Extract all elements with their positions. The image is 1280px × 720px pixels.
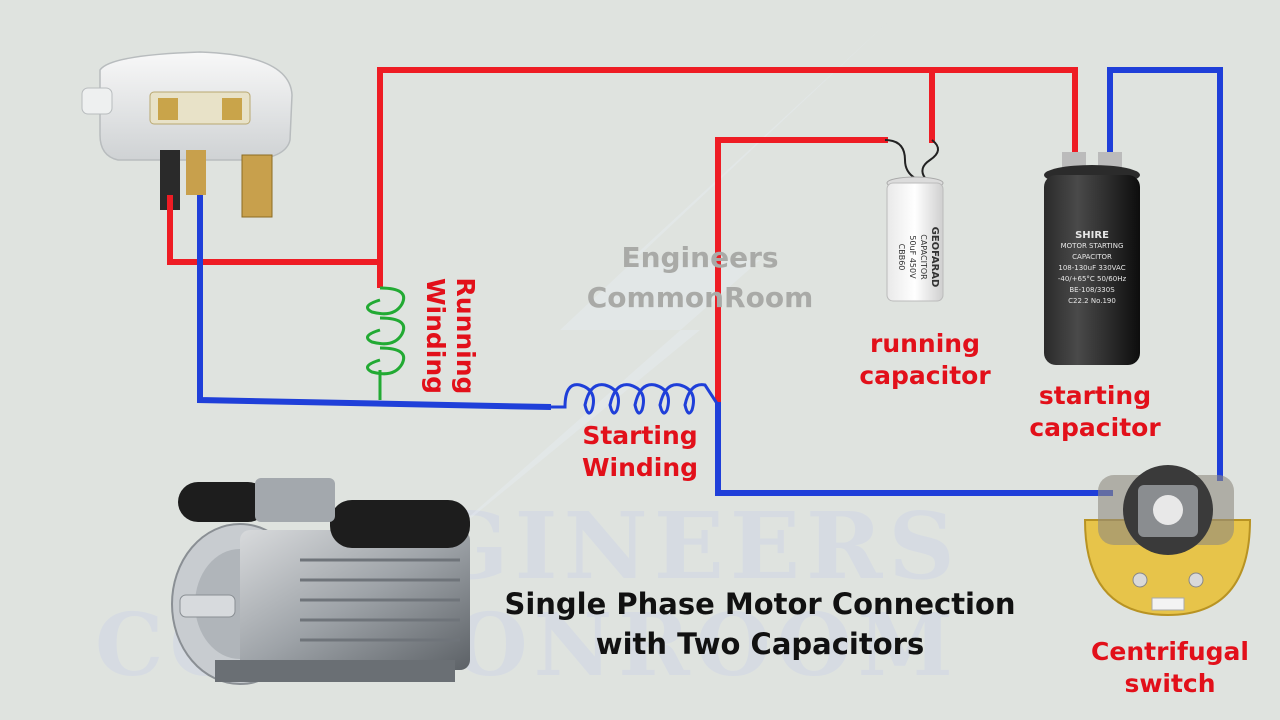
running-winding-coil — [366, 262, 406, 400]
starting-capacitor-label: starting capacitor — [1015, 380, 1175, 444]
running-cap-print-line: CBB60 — [897, 243, 906, 271]
running-capacitor-print: GEOFARAD CAPACITOR 50uF 450V CBB60 — [890, 197, 940, 317]
running-winding-label: Running Winding — [420, 256, 480, 416]
starting-capacitor-label-line2: capacitor — [1029, 413, 1161, 442]
starting-winding-label: Starting Winding — [560, 420, 720, 484]
watermark-text: Engineers CommonRoom — [560, 238, 840, 318]
running-capacitor-label-line2: capacitor — [859, 361, 991, 390]
diagram-title: Single Phase Motor Connection with Two C… — [470, 584, 1050, 664]
starting-cap-print-line: C22.2 No.190 — [1068, 297, 1116, 305]
watermark-line1: Engineers — [621, 241, 779, 274]
live-wire-run-cap-feed — [715, 137, 888, 408]
starting-cap-print-line: BE-108/330S — [1069, 286, 1115, 294]
centrifugal-switch-label: Centrifugal switch — [1080, 636, 1260, 700]
centrifugal-switch-label-line1: Centrifugal — [1091, 637, 1249, 666]
starting-cap-print-line: 108-130uF 330VAC — [1058, 264, 1126, 272]
centrifugal-switch-icon — [1083, 465, 1252, 617]
centrifugal-switch-label-line2: switch — [1124, 669, 1216, 698]
starting-winding-coil — [548, 383, 720, 415]
starting-cap-print-line: -40/+65°C 50/60Hz — [1057, 275, 1127, 283]
starting-capacitor-print: SHIRE MOTOR STARTING CAPACITOR 108-130uF… — [1048, 230, 1136, 307]
neutral-wire-main — [197, 195, 552, 411]
starting-winding-label-line1: Starting — [582, 421, 698, 450]
diagram-title-line1: Single Phase Motor Connection — [504, 587, 1016, 621]
lightning-watermark-icon — [420, 20, 890, 560]
starting-capacitor-icon — [1044, 152, 1140, 365]
running-cap-print-line: GEOFARAD — [929, 226, 940, 288]
starting-cap-brand: SHIRE — [1075, 230, 1109, 241]
live-wire-main — [167, 67, 1078, 265]
watermark-line2: CommonRoom — [586, 281, 814, 314]
neutral-wire-switch — [715, 402, 1113, 496]
starting-capacitor-label-line1: starting — [1038, 381, 1152, 410]
running-cap-print-line: CAPACITOR — [919, 234, 928, 280]
running-capacitor-label-line1: running — [870, 329, 980, 358]
running-capacitor-label: running capacitor — [840, 328, 1010, 392]
starting-winding-label-line2: Winding — [581, 453, 699, 482]
running-capacitor-icon — [884, 139, 944, 302]
plug-icon — [81, 51, 293, 218]
running-winding-label-line1: Running — [451, 277, 480, 395]
neutral-wire-start-cap — [1107, 67, 1223, 481]
watermark-big-line1: GINEERS — [430, 492, 961, 600]
running-cap-print-line: 50uF 450V — [908, 235, 917, 279]
diagram-title-line2: with Two Capacitors — [595, 627, 925, 661]
starting-cap-print-line: MOTOR STARTING — [1060, 242, 1124, 250]
starting-cap-print-line: CAPACITOR — [1072, 253, 1112, 261]
motor-icon — [171, 478, 470, 685]
running-winding-label-line2: Winding — [421, 277, 450, 395]
